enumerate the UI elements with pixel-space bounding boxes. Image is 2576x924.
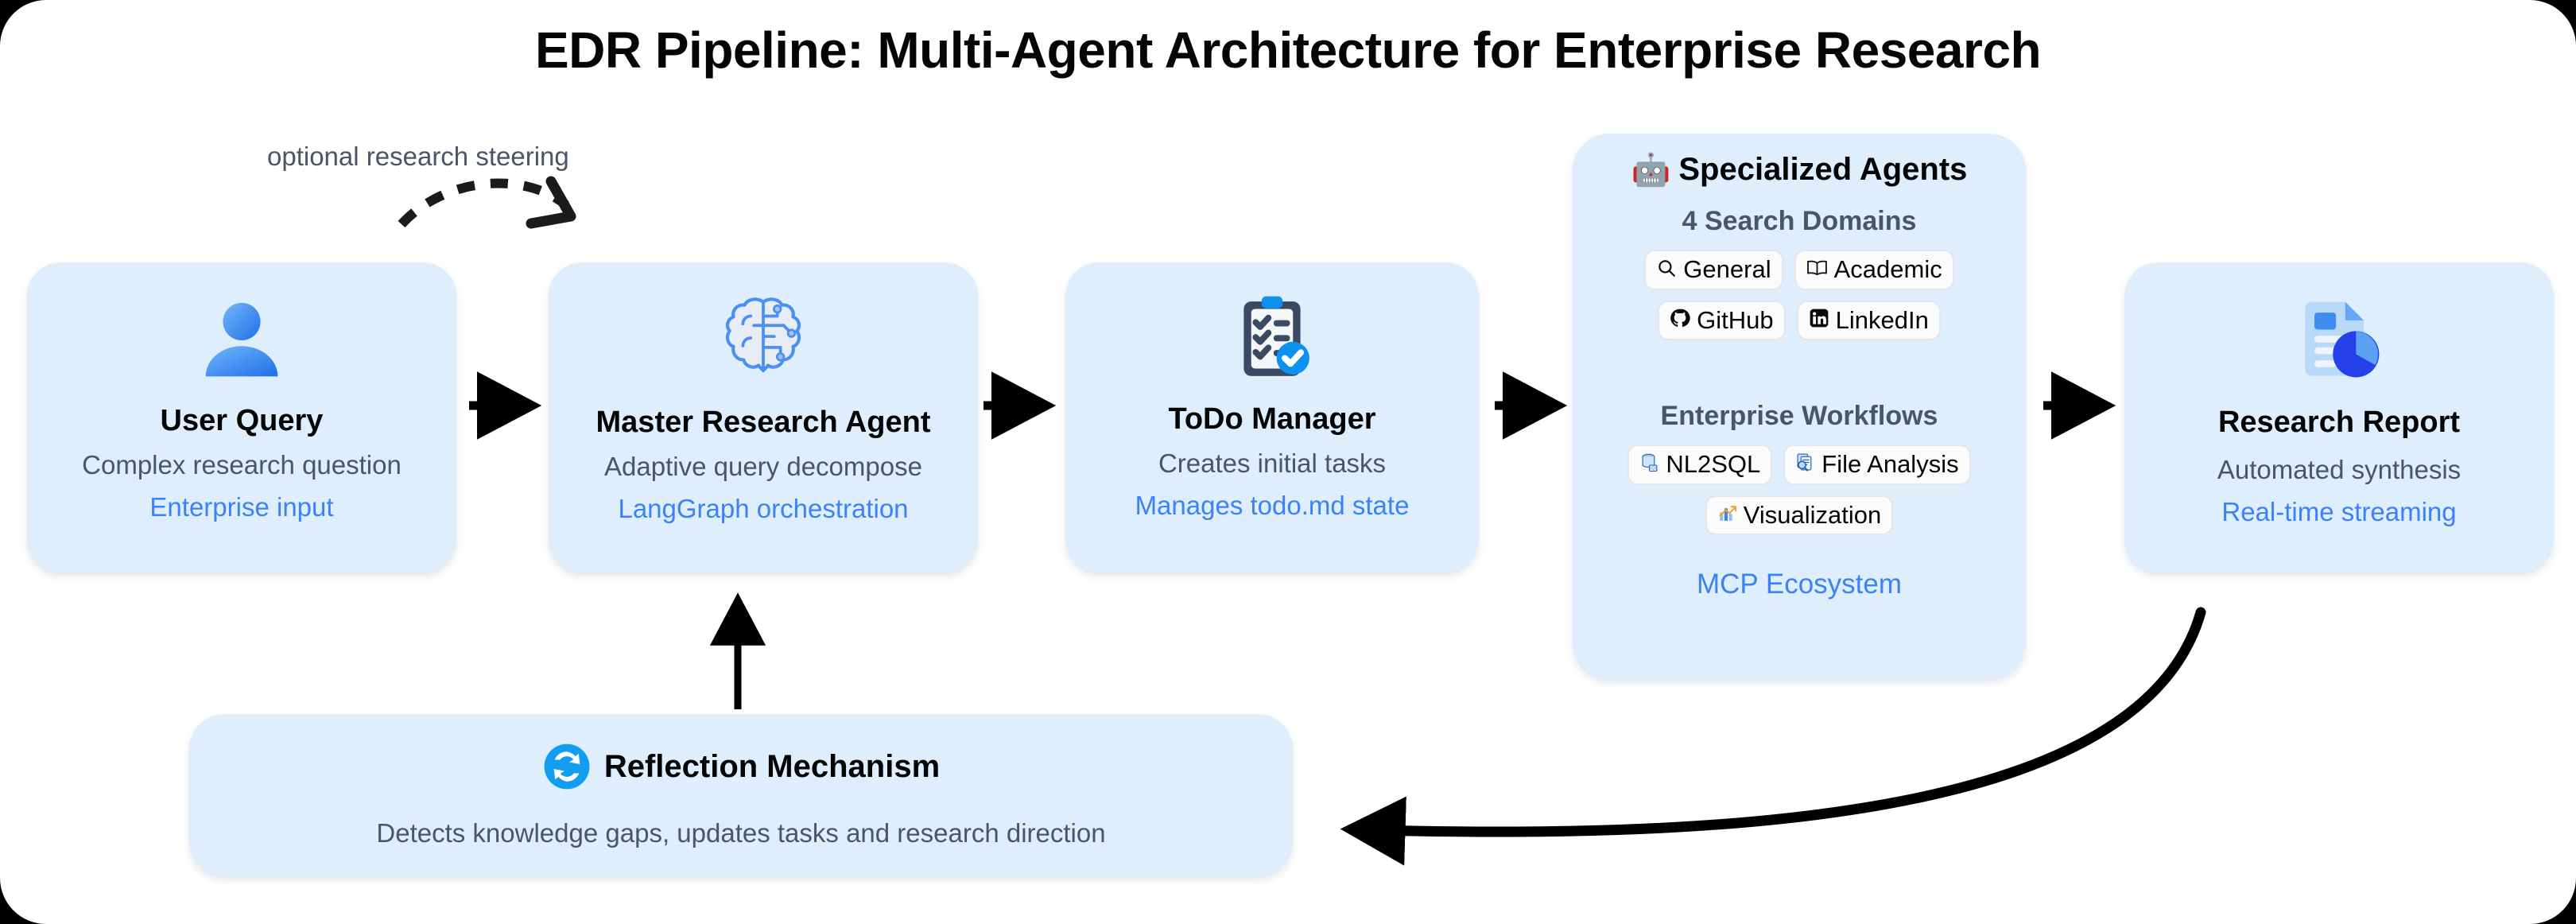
chip-label: LinkedIn <box>1835 305 1929 334</box>
database-icon: SQL <box>1639 452 1659 476</box>
node-title: Master Research Agent <box>596 406 931 439</box>
file-search-icon <box>1795 452 1815 476</box>
chip-label: NL2SQL <box>1666 450 1761 479</box>
chip-label: General <box>1683 255 1771 283</box>
bar-chart-icon <box>1717 503 1737 527</box>
chip-file-analysis[interactable]: File Analysis <box>1783 445 1971 485</box>
arrowhead-steering <box>526 176 576 229</box>
chip-linkedin[interactable]: LinkedIn <box>1796 300 1941 341</box>
agents-panel-accent: MCP Ecosystem <box>1696 569 1903 600</box>
chip-github[interactable]: GitHub <box>1658 300 1786 341</box>
node-subtitle: Creates initial tasks <box>1158 448 1387 478</box>
node-accent: Real-time streaming <box>2221 496 2457 526</box>
clipboard-checklist-icon <box>1224 291 1320 386</box>
chip-label: GitHub <box>1697 305 1774 334</box>
node-todo-manager[interactable]: ToDo Manager Creates initial tasks Manag… <box>1065 262 1479 573</box>
reflection-header: Reflection Mechanism <box>542 742 940 791</box>
node-subtitle: Adaptive query decompose <box>604 451 922 481</box>
node-accent: Manages todo.md state <box>1135 490 1410 520</box>
node-accent: LangGraph orchestration <box>618 493 909 523</box>
search-domains-heading: 4 Search Domains <box>1682 206 1917 236</box>
node-accent: Enterprise input <box>149 491 334 522</box>
brain-circuit-icon <box>713 289 813 390</box>
github-icon <box>1670 308 1690 332</box>
node-title: User Query <box>160 404 324 437</box>
panel-specialized-agents[interactable]: 🤖 Specialized Agents 4 Search Domains Ge… <box>1573 134 2026 679</box>
chip-nl2sql[interactable]: SQL NL2SQL <box>1627 445 1773 485</box>
chip-label: Academic <box>1833 255 1942 283</box>
node-master-research-agent[interactable]: Master Research Agent Adaptive query dec… <box>549 262 978 573</box>
agents-panel-header: 🤖 Specialized Agents <box>1631 151 1968 188</box>
node-title: ToDo Manager <box>1168 402 1376 436</box>
node-subtitle: Complex research question <box>82 449 402 479</box>
arrow-report-to-reflection <box>1340 607 2206 866</box>
reflection-title: Reflection Mechanism <box>603 748 941 784</box>
refresh-icon <box>542 742 592 791</box>
linkedin-icon <box>1809 308 1829 332</box>
robot-icon: 🤖 <box>1631 153 1671 188</box>
page-title: EDR Pipeline: Multi-Agent Architecture f… <box>534 21 2042 79</box>
document-piechart-icon <box>2290 291 2388 390</box>
node-subtitle: Automated synthesis <box>2217 454 2462 484</box>
chip-label: File Analysis <box>1821 450 1959 479</box>
agents-panel-title: Specialized Agents <box>1678 152 1968 187</box>
steering-label: optional research steering <box>267 142 569 171</box>
svg-text:SQL: SQL <box>1649 467 1657 472</box>
search-icon <box>1656 258 1677 282</box>
node-title: Research Report <box>2217 406 2461 439</box>
node-research-report[interactable]: Research Report Automated synthesis Real… <box>2124 262 2554 573</box>
reflection-subtitle: Detects knowledge gaps, updates tasks an… <box>376 818 1106 848</box>
chip-label: Visualization <box>1743 500 1882 529</box>
chip-general[interactable]: General <box>1644 250 1783 290</box>
node-reflection-mechanism[interactable]: Reflection Mechanism Detects knowledge g… <box>189 714 1293 876</box>
node-user-query[interactable]: User Query Complex research question Ent… <box>27 262 456 573</box>
chip-academic[interactable]: Academic <box>1794 250 1954 290</box>
user-icon <box>196 294 288 386</box>
enterprise-workflows-heading: Enterprise Workflows <box>1660 401 1938 432</box>
chip-visualization[interactable]: Visualization <box>1705 495 1894 536</box>
book-icon <box>1806 258 1828 281</box>
